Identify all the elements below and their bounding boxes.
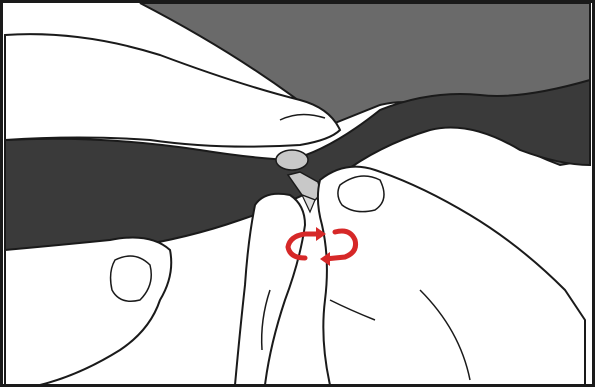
screw-head	[276, 150, 308, 170]
left-finger-nail	[111, 256, 152, 301]
thumb-nail	[338, 176, 384, 212]
